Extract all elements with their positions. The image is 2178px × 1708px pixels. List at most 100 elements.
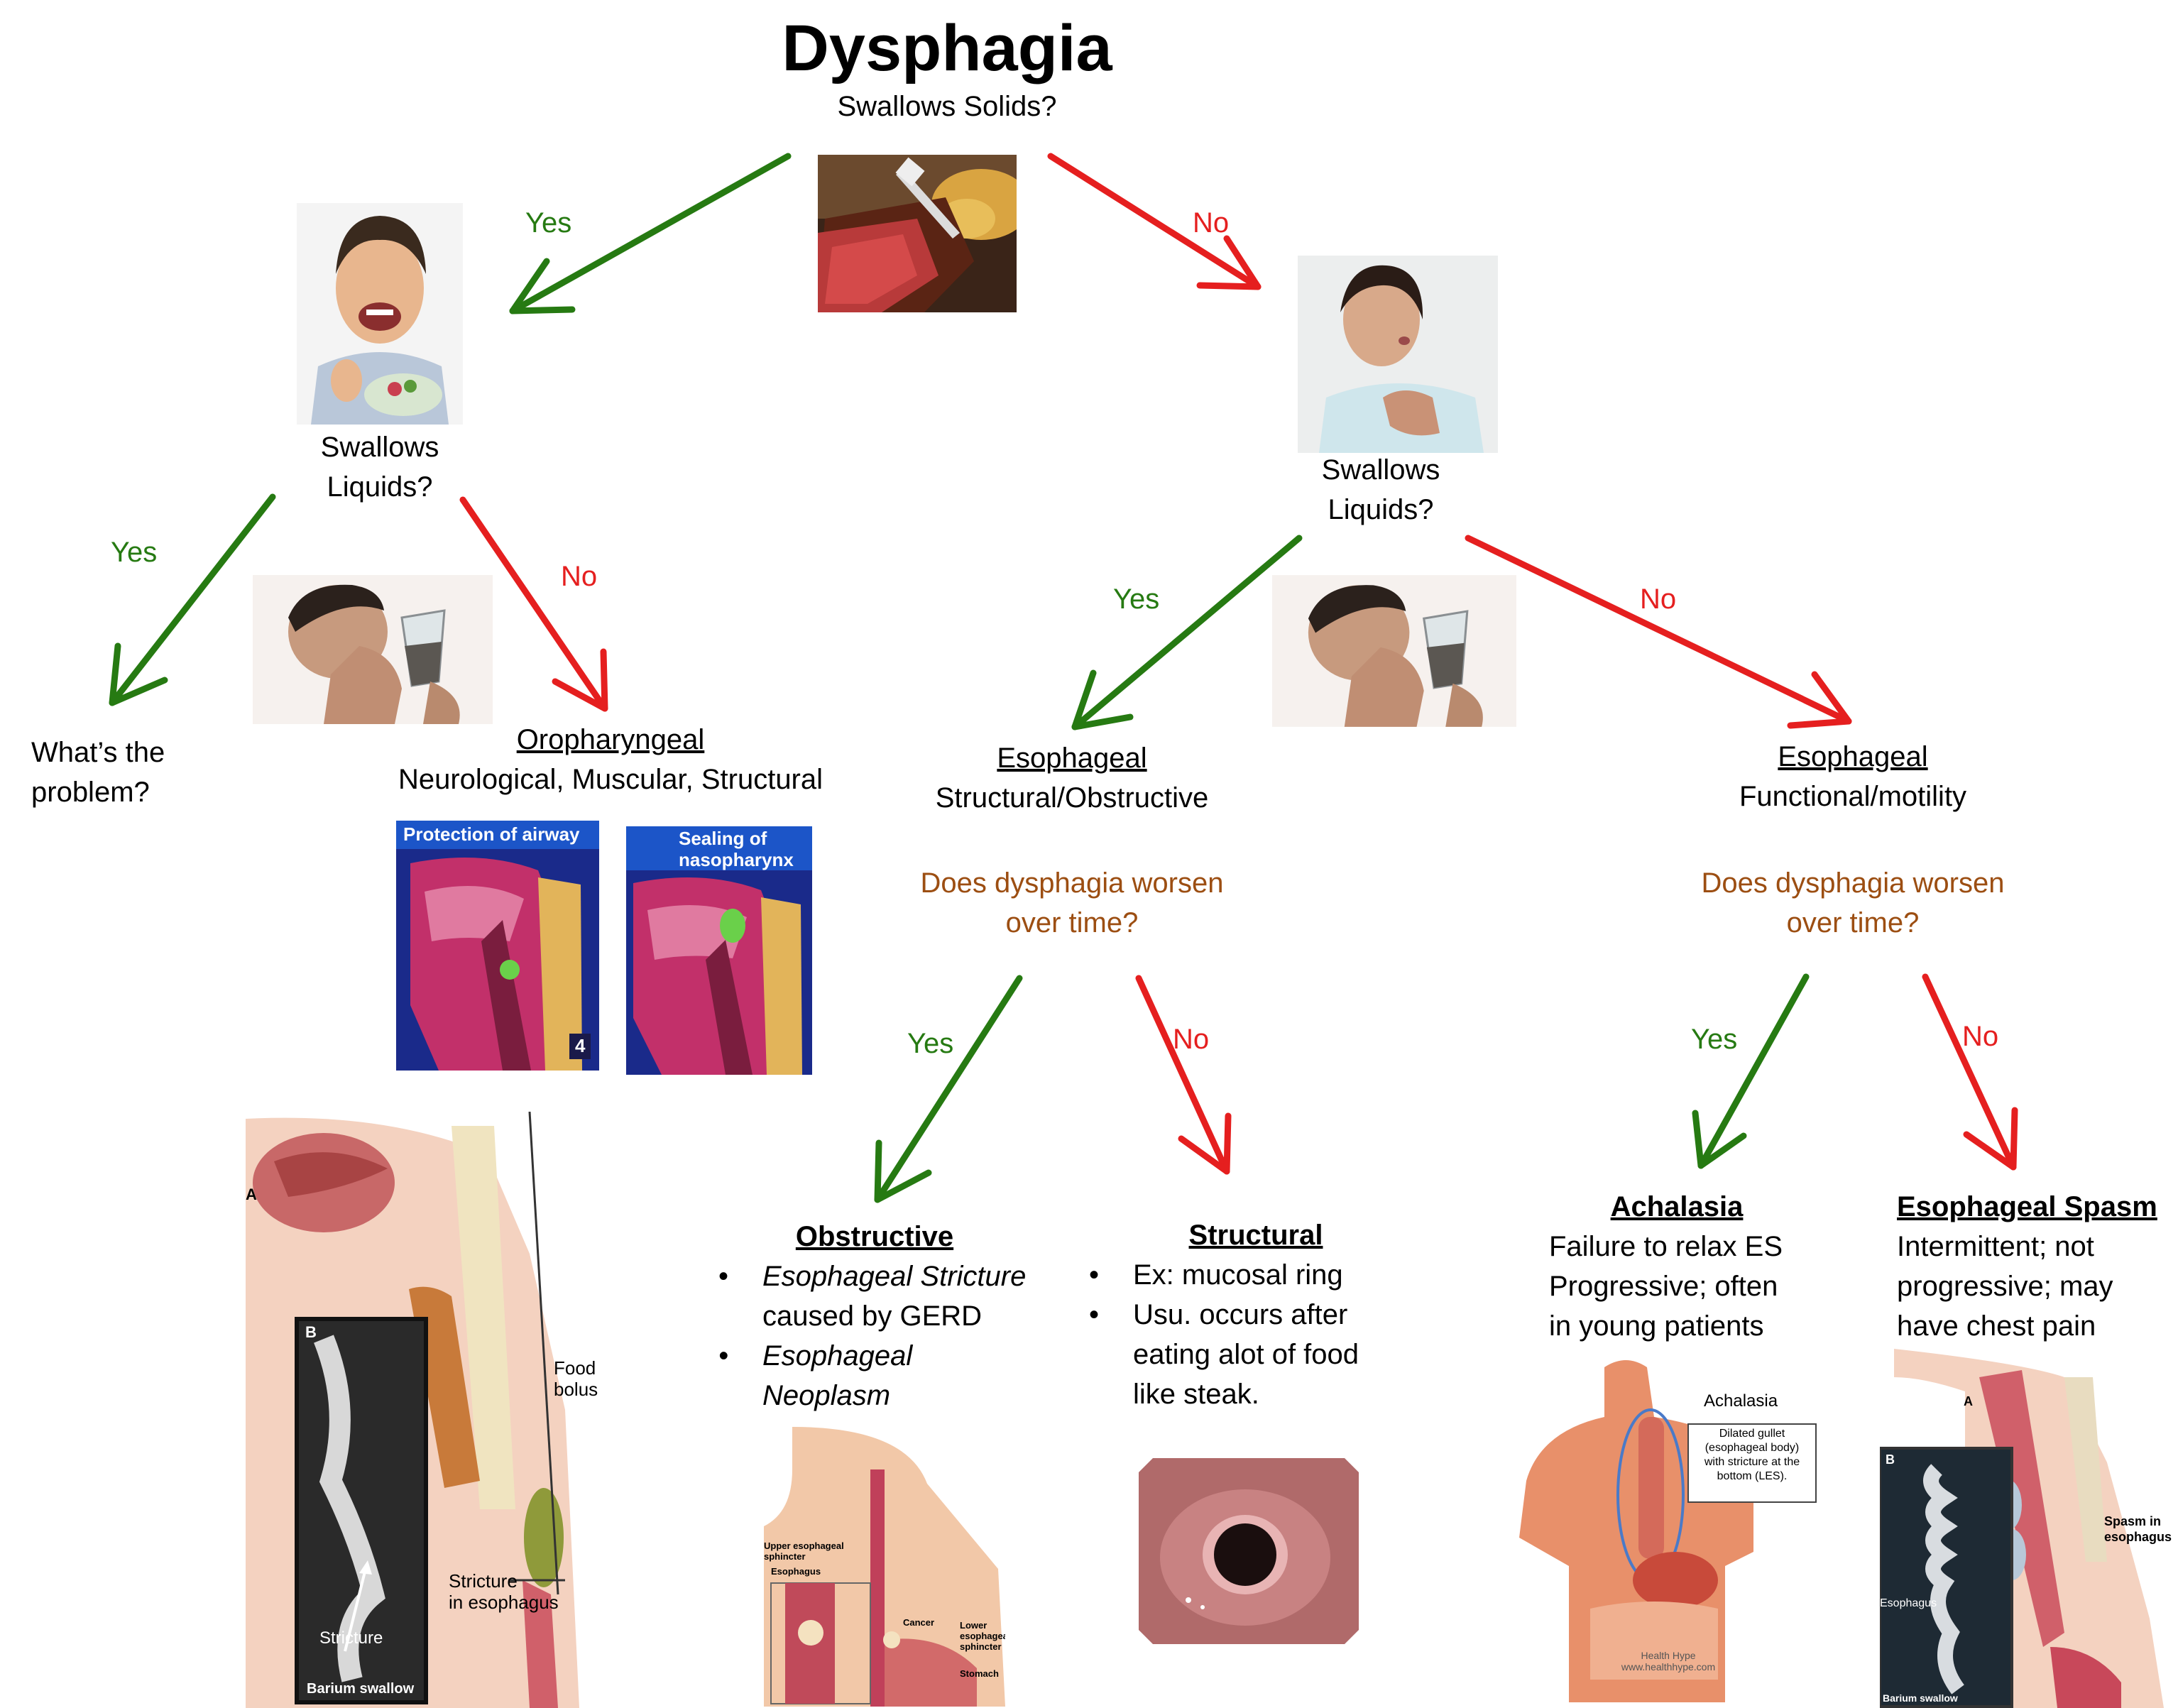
spasm-title: Esophageal Spasm	[1897, 1191, 2157, 1222]
page-title: Dysphagia	[782, 12, 1112, 84]
esophageal-cancer-illustration: Upper esophageal sphincter Esophagus Can…	[764, 1427, 1005, 1707]
person-drinking-icon	[253, 575, 493, 724]
stricture-line: in esophagus	[449, 1592, 559, 1613]
functional-node: Esophageal Functional/motility	[1668, 737, 2037, 816]
right-question-line: Liquids?	[1328, 494, 1434, 525]
outcome-structural: Structural Ex: mucosal ring Usu. occurs …	[1089, 1215, 1430, 1414]
panel-caption-line: nasopharynx	[679, 849, 794, 870]
functional-node-title: Esophageal	[1778, 741, 1928, 772]
structural-node-title: Esophageal	[997, 743, 1147, 774]
label-yes: Yes	[907, 1028, 954, 1059]
man-eating-photo	[297, 203, 463, 425]
esophagus-label: Esophagus	[1880, 1597, 1937, 1609]
esophagus-spasm-icon	[1880, 1349, 2178, 1708]
arrow-left-no	[459, 496, 608, 712]
throat-anatomy-icon	[626, 826, 812, 1075]
food-bolus-line: Food	[554, 1357, 596, 1379]
arrow-root-yes	[509, 153, 792, 314]
list-item: Usu. occurs after eating alot of food like…	[1089, 1295, 1430, 1414]
credit-line: www.healthhype.com	[1621, 1661, 1716, 1673]
arrow-left-yes	[109, 493, 276, 706]
lower-sphincter-label: Lower esophageal sphincter	[960, 1620, 1005, 1652]
panel-b-label: B	[1886, 1452, 1895, 1467]
panel-a-label: A	[1964, 1394, 1973, 1408]
structural-item-line: like steak.	[1133, 1379, 1259, 1410]
spasm-label: Spasm in esophagus	[2104, 1513, 2172, 1545]
right-question: Swallows Liquids?	[1285, 450, 1477, 530]
man-drinking-photo	[1272, 575, 1516, 727]
upper-sphincter-label: Upper esophageal sphincter	[764, 1540, 844, 1562]
achalasia-anatomy-icon	[1512, 1353, 1824, 1702]
box-line: Dilated gullet	[1719, 1428, 1785, 1440]
esophageal-stricture-illustration: A B Food bolus Stricture in esophagus St…	[246, 1112, 686, 1708]
panel-caption: Protection of airway	[403, 823, 580, 845]
left-question-line: Swallows	[320, 432, 439, 463]
person-chest-pain-icon	[1298, 256, 1498, 453]
endoscopy-mucosal-ring-photo	[1139, 1458, 1359, 1644]
neck-esophagus-icon	[764, 1427, 1005, 1707]
obstructive-item-line: Esophageal	[762, 1340, 913, 1372]
label-no: No	[1640, 584, 1677, 615]
stricture-line: Stricture	[449, 1570, 518, 1592]
woman-chest-photo	[1298, 256, 1498, 453]
functional-node-sub: Functional/motility	[1739, 781, 1967, 812]
right-question-line: Swallows	[1321, 454, 1440, 486]
steak-icon	[818, 155, 1017, 312]
label-no: No	[561, 561, 598, 592]
structural-title: Structural	[1188, 1220, 1323, 1251]
arrow-functional-no	[1922, 973, 2018, 1171]
endoscopy-icon	[1139, 1458, 1359, 1644]
person-drinking-icon	[1272, 575, 1516, 727]
left-question-line: Liquids?	[327, 471, 433, 503]
spasm-line: Intermittent; not	[1897, 1231, 2094, 1262]
panel-a-label: A	[246, 1186, 257, 1203]
label-no: No	[1173, 1024, 1210, 1055]
structural-node: Esophageal Structural/Obstructive	[887, 738, 1257, 818]
spasm-line: have chest pain	[1897, 1310, 2096, 1342]
achalasia-line: Progressive; often	[1549, 1271, 1778, 1302]
question-line: Does dysphagia worsen	[920, 867, 1224, 899]
whats-problem-line: What’s the	[31, 737, 165, 768]
panel-caption: Sealing of nasopharynx	[679, 828, 794, 870]
structural-worsen-question: Does dysphagia worsen over time?	[887, 863, 1257, 943]
achalasia-heading-label: Achalasia	[1704, 1391, 1778, 1411]
outcome-esophageal-spasm: Esophageal Spasm Intermittent; not progr…	[1897, 1187, 2167, 1346]
structural-node-sub: Structural/Obstructive	[935, 782, 1209, 814]
structural-item-line: eating alot of food	[1133, 1339, 1359, 1370]
food-bolus-line: bolus	[554, 1379, 598, 1400]
obstructive-item-italic: Esophageal Stricture	[762, 1261, 1027, 1292]
spasm-line: progressive; may	[1897, 1271, 2113, 1302]
label-yes: Yes	[525, 207, 572, 239]
oropharyngeal-panel-nasopharynx: Sealing of nasopharynx	[626, 826, 812, 1075]
box-line: (esophageal body)	[1704, 1442, 1800, 1454]
stomach-label: Stomach	[960, 1668, 999, 1679]
esophagus-label: Esophagus	[771, 1566, 821, 1577]
achalasia-title: Achalasia	[1610, 1191, 1744, 1222]
panel-b-label: B	[305, 1323, 317, 1341]
oropharyngeal-sub: Neurological, Muscular, Structural	[398, 764, 823, 795]
arrow-right-no	[1465, 535, 1852, 729]
achalasia-box-label: Dilated gullet (esophageal body) with st…	[1690, 1427, 1815, 1484]
box-line: bottom (LES).	[1717, 1470, 1788, 1482]
oropharyngeal-panel-airway: Protection of airway 4	[396, 821, 599, 1071]
label-no: No	[1962, 1021, 1999, 1052]
steak-photo	[818, 155, 1017, 312]
arrow-right-yes	[1071, 535, 1303, 730]
cancer-label: Cancer	[903, 1617, 935, 1628]
structural-item-line: Usu. occurs after	[1133, 1299, 1348, 1330]
label-yes: Yes	[1691, 1024, 1738, 1055]
spasm-label-line: esophagus	[2104, 1530, 2172, 1544]
arrow-structural-yes	[874, 975, 1023, 1203]
label-no: No	[1193, 207, 1230, 239]
barium-swallow-label: Barium swallow	[307, 1681, 415, 1697]
esophagus-stricture-icon	[246, 1112, 686, 1708]
outcome-achalasia: Achalasia Failure to relax ES Progressiv…	[1549, 1187, 1819, 1346]
arrow-structural-no	[1135, 975, 1232, 1175]
question-line: Does dysphagia worsen	[1701, 867, 2005, 899]
person-eating-icon	[297, 203, 463, 425]
arrow-functional-yes	[1692, 973, 1810, 1169]
whats-the-problem: What’s the problem?	[31, 733, 165, 812]
